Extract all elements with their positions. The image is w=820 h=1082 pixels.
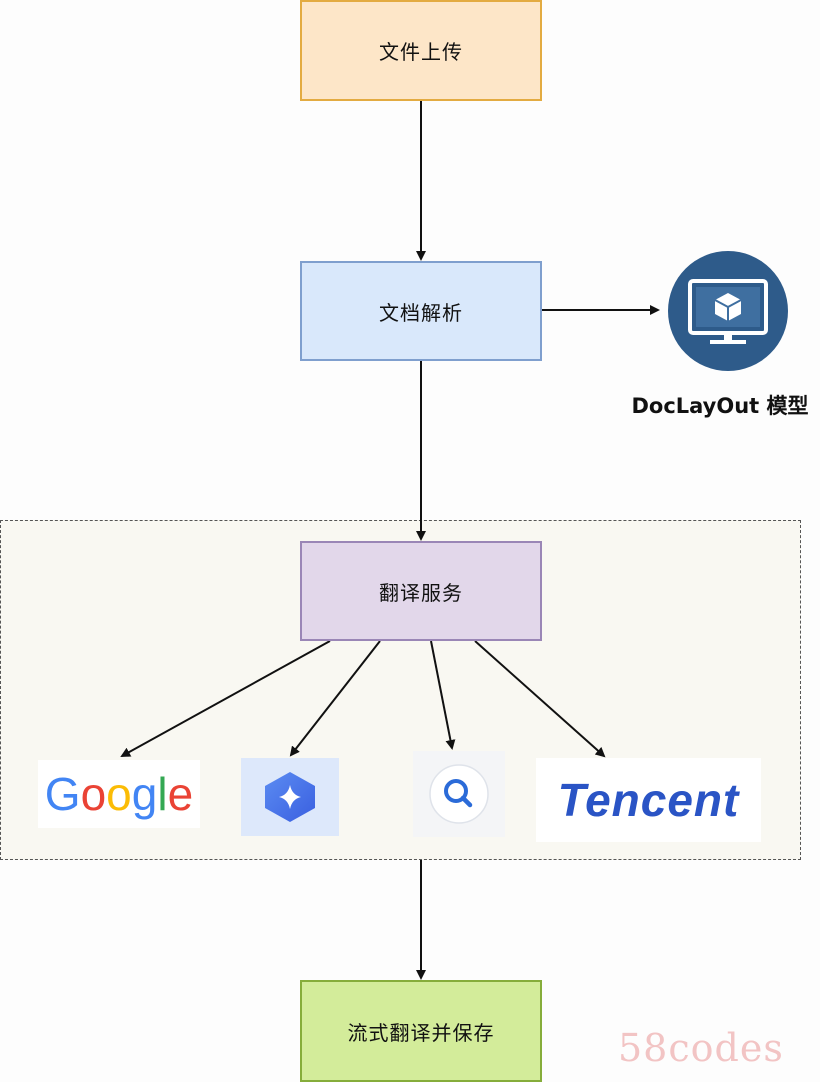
tencent-wordmark: Tencent [557, 774, 740, 826]
stream-translate-save-label: 流式翻译并保存 [347, 1020, 495, 1045]
google-wordmark: Google [44, 768, 194, 820]
arrow-translate-to-search [430, 640, 456, 750]
file-upload-label: 文件上传 [379, 40, 463, 64]
arrow-translate-to-tencent [474, 640, 606, 758]
doclayout-model-label: DocLayOut 模型 [631, 394, 809, 418]
monitor-cube-icon [668, 251, 788, 371]
spark-icon [265, 772, 315, 822]
file-upload-node: 文件上传 [300, 0, 542, 101]
arrow-translate-to-spark [289, 640, 381, 757]
blue-spark-logo [241, 758, 339, 836]
watermark-text: 58codes [618, 1026, 784, 1070]
stream-translate-save-node: 流式翻译并保存 [300, 980, 542, 1082]
document-parse-label: 文档解析 [379, 300, 463, 325]
search-icon [429, 764, 489, 824]
tencent-logo: Tencent [536, 758, 761, 842]
arrow-translate-to-google [120, 640, 331, 757]
google-logo: Google [38, 760, 200, 828]
search-logo [413, 751, 505, 837]
translation-service-label: 翻译服务 [379, 580, 463, 605]
document-parse-node: 文档解析 [300, 261, 542, 361]
translation-service-node: 翻译服务 [300, 541, 542, 641]
